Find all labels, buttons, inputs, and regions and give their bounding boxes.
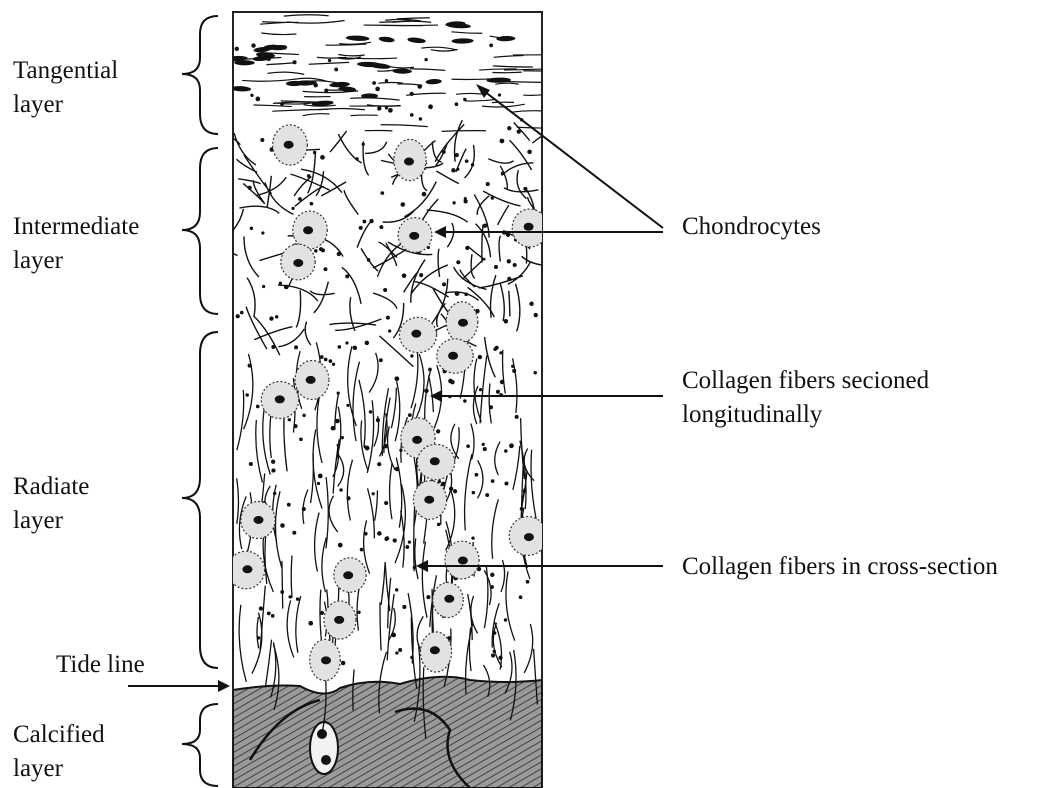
brace-tangential: [182, 16, 218, 134]
label-tangential-layer: Tangentiallayer: [13, 54, 118, 122]
label-calcified-layer: Calcifiedlayer: [13, 718, 105, 786]
brace-intermediate: [182, 148, 218, 314]
label-radiate-layer: Radiatelayer: [13, 470, 89, 538]
calcified-layer-region: [233, 677, 542, 788]
label-chondrocytes: Chondrocytes: [682, 210, 821, 244]
label-intermediate-layer: Intermediatelayer: [13, 210, 139, 278]
brace-calcified: [182, 704, 218, 786]
label-collagen-cross-section: Collagen fibers in cross-section: [682, 550, 998, 584]
brace-radiate: [182, 332, 218, 668]
label-tide-line: Tide line: [56, 648, 145, 682]
label-collagen-longitudinal: Collagen fibers secionedlongitudinally: [682, 364, 929, 432]
